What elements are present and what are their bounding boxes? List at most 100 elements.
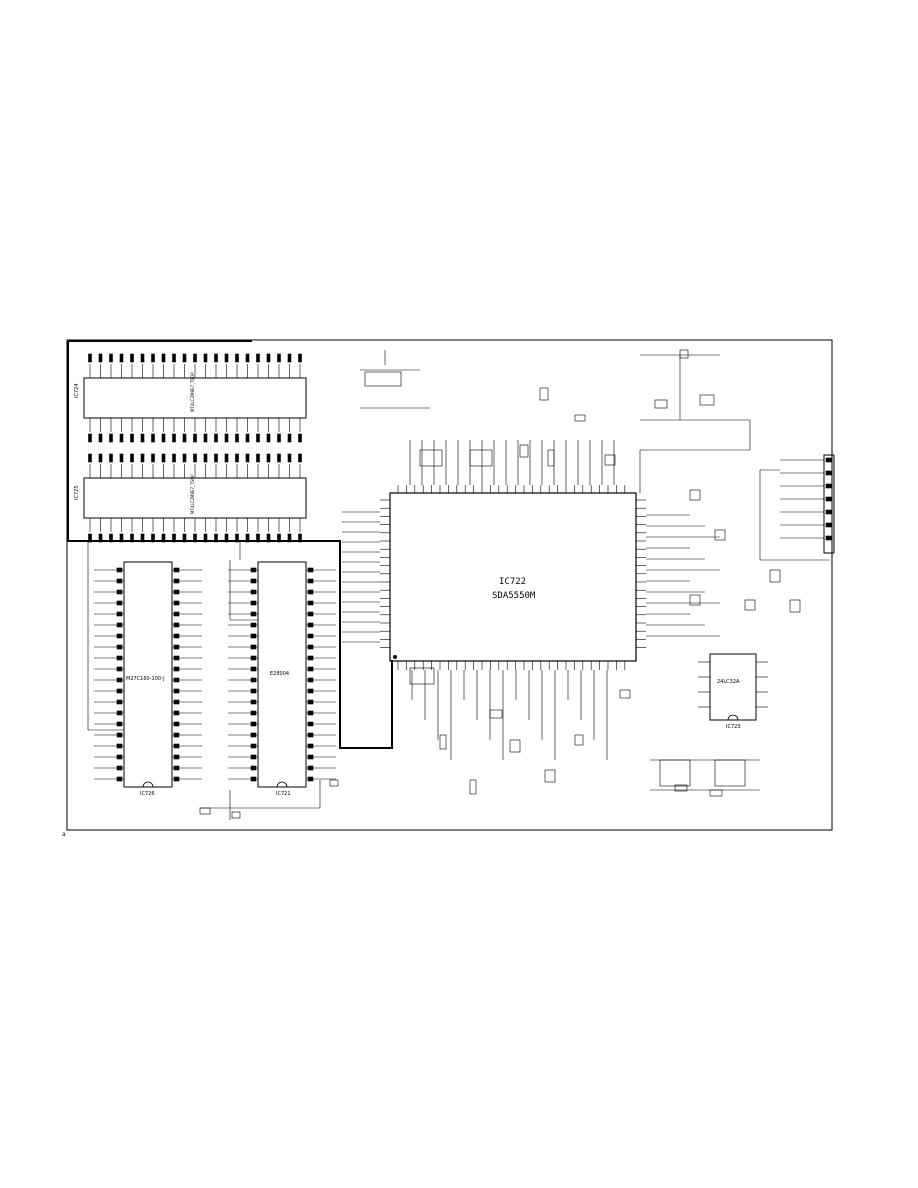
component [119, 533, 124, 543]
sheet-frame [66, 339, 833, 831]
component [307, 633, 314, 639]
ic722-pin1-dot [393, 655, 397, 659]
component [245, 533, 250, 543]
component [277, 353, 281, 363]
ic726-notch [142, 781, 154, 788]
component [287, 353, 292, 363]
component [116, 677, 123, 683]
component [173, 743, 180, 749]
component [231, 811, 241, 819]
component [199, 807, 211, 815]
component [250, 699, 257, 705]
component [307, 710, 314, 716]
component [250, 688, 257, 694]
component [307, 732, 314, 738]
component [88, 353, 92, 363]
ic723-body [709, 653, 757, 721]
ic724-ref: IC724 [74, 383, 80, 398]
component [250, 776, 257, 782]
component [689, 594, 701, 606]
component [224, 453, 229, 463]
ic726-body [123, 561, 173, 788]
component [250, 710, 257, 716]
component [825, 496, 833, 502]
component [307, 776, 314, 782]
component [298, 353, 302, 363]
component [173, 600, 180, 606]
component [604, 454, 616, 466]
component [193, 453, 197, 463]
ic725-group: IC725 MT4LC2M8E7_TSOP [74, 453, 307, 543]
component [88, 533, 92, 543]
component [173, 666, 180, 672]
connector-right [780, 454, 835, 554]
component [250, 677, 257, 683]
component [539, 387, 549, 401]
component [116, 765, 123, 771]
component [250, 721, 257, 727]
component [116, 644, 123, 650]
component [116, 666, 123, 672]
component [182, 433, 187, 443]
component [654, 399, 668, 409]
component [235, 533, 239, 543]
ic726-part: M27C160-100-J [126, 676, 165, 682]
component [235, 433, 239, 443]
component [298, 453, 302, 463]
component [130, 453, 134, 463]
component [173, 776, 180, 782]
component [214, 433, 218, 443]
component [214, 453, 218, 463]
component [409, 667, 435, 685]
component [825, 470, 833, 476]
component [825, 535, 833, 541]
component [256, 453, 260, 463]
component [119, 433, 124, 443]
component [193, 533, 197, 543]
component [173, 721, 180, 727]
component [364, 371, 402, 387]
component [307, 578, 314, 584]
component [182, 453, 187, 463]
component [151, 453, 155, 463]
component [266, 433, 271, 443]
component [469, 779, 477, 795]
component [245, 353, 250, 363]
component [439, 734, 447, 750]
component [825, 522, 833, 528]
component [109, 453, 113, 463]
component [250, 589, 257, 595]
component [307, 567, 314, 573]
component [119, 353, 124, 363]
component [307, 765, 314, 771]
component [116, 754, 123, 760]
bus-outline [67, 340, 393, 749]
component [250, 611, 257, 617]
component [116, 721, 123, 727]
component [509, 739, 521, 753]
component [203, 433, 208, 443]
component [193, 353, 197, 363]
component [307, 699, 314, 705]
component [699, 394, 715, 406]
component [659, 759, 691, 787]
ic723-ref: IC723 [726, 724, 741, 730]
component [266, 533, 271, 543]
component [116, 567, 123, 573]
component [140, 533, 145, 543]
component [116, 655, 123, 661]
component [119, 453, 124, 463]
component [519, 444, 529, 458]
component [130, 433, 134, 443]
component [173, 688, 180, 694]
ic724-part: MT4LC2M8E7_TSOP [190, 372, 195, 412]
ic721-ref: IC721 [276, 791, 291, 797]
component [250, 567, 257, 573]
component [140, 453, 145, 463]
component [173, 655, 180, 661]
component [689, 489, 701, 501]
component [769, 569, 781, 583]
component [173, 578, 180, 584]
component [116, 699, 123, 705]
component [116, 589, 123, 595]
